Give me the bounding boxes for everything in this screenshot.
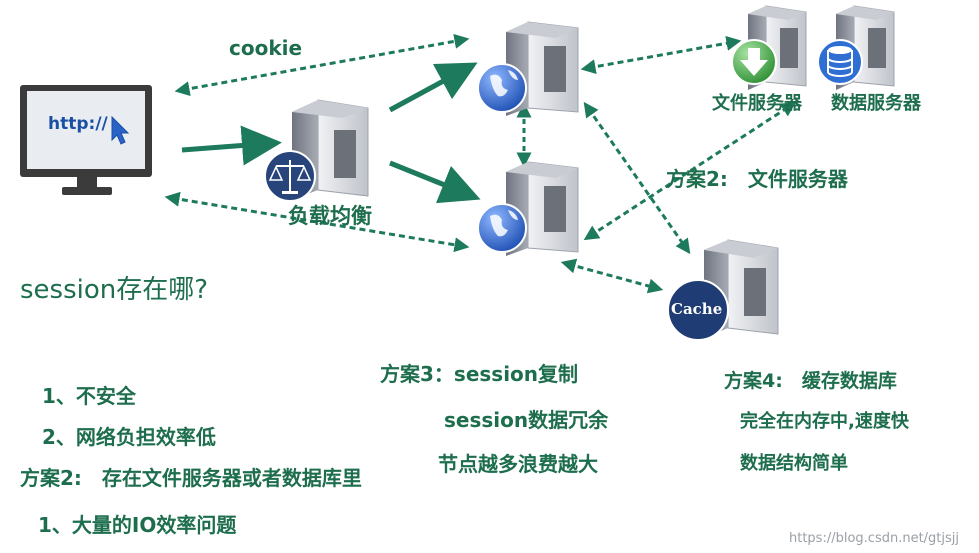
top-to-file-server-link bbox=[580, 35, 742, 75]
plan4-title: 方案4: 缓存数据库 bbox=[724, 370, 897, 392]
connectors bbox=[164, 33, 797, 294]
file-server-icon bbox=[731, 5, 807, 90]
plan3-waste: 节点越多浪费越大 bbox=[438, 452, 598, 476]
plan2-file-server-label: 方案2: 文件服务器 bbox=[666, 167, 848, 191]
plan3-redundancy: session数据冗余 bbox=[444, 408, 609, 432]
arrow-balancer-to-server-mid bbox=[389, 160, 481, 204]
cache-label: Cache bbox=[671, 300, 723, 318]
plan2-io-issue: 1、大量的IO效率问题 bbox=[38, 513, 237, 537]
browser-monitor-icon bbox=[20, 85, 152, 195]
file-server-label: 文件服务器 bbox=[712, 93, 802, 114]
download-icon bbox=[731, 39, 777, 85]
session-return-link bbox=[164, 191, 470, 253]
problem-insecure: 1、不安全 bbox=[42, 384, 136, 408]
globe-icon bbox=[477, 63, 527, 113]
plan3-title: 方案3：session复制 bbox=[380, 362, 579, 386]
cache-server-icon bbox=[667, 239, 779, 341]
data-server-icon bbox=[817, 5, 895, 90]
plan4-in-memory: 完全在内存中,速度快 bbox=[740, 411, 909, 432]
load-balancer-label: 负载均衡 bbox=[288, 204, 372, 228]
load-balancer-server-icon bbox=[264, 99, 369, 202]
cookie-link bbox=[174, 33, 470, 97]
plan4-simple-structure: 数据结构简单 bbox=[740, 453, 848, 474]
data-server-label: 数据服务器 bbox=[831, 93, 921, 114]
browser-url-text: http:// bbox=[48, 114, 108, 134]
database-icon bbox=[817, 39, 863, 85]
arrow-browser-to-balancer bbox=[181, 125, 282, 166]
problem-network-load: 2、网络负担效率低 bbox=[42, 425, 216, 449]
web-server-mid-icon bbox=[477, 161, 579, 256]
watermark: https://blog.csdn.net/gtjsjj bbox=[789, 531, 960, 546]
cache-badge bbox=[667, 279, 729, 341]
web-server-top-icon bbox=[477, 21, 579, 116]
arrow-balancer-to-server-top bbox=[388, 62, 478, 113]
session-question-heading: session存在哪? bbox=[20, 275, 209, 305]
balance-scale-icon bbox=[264, 150, 316, 202]
globe-icon bbox=[477, 203, 527, 253]
mid-to-cache-link bbox=[560, 258, 664, 294]
cookie-label: cookie bbox=[229, 36, 303, 60]
plan2-description: 方案2: 存在文件服务器或者数据库里 bbox=[20, 466, 362, 490]
